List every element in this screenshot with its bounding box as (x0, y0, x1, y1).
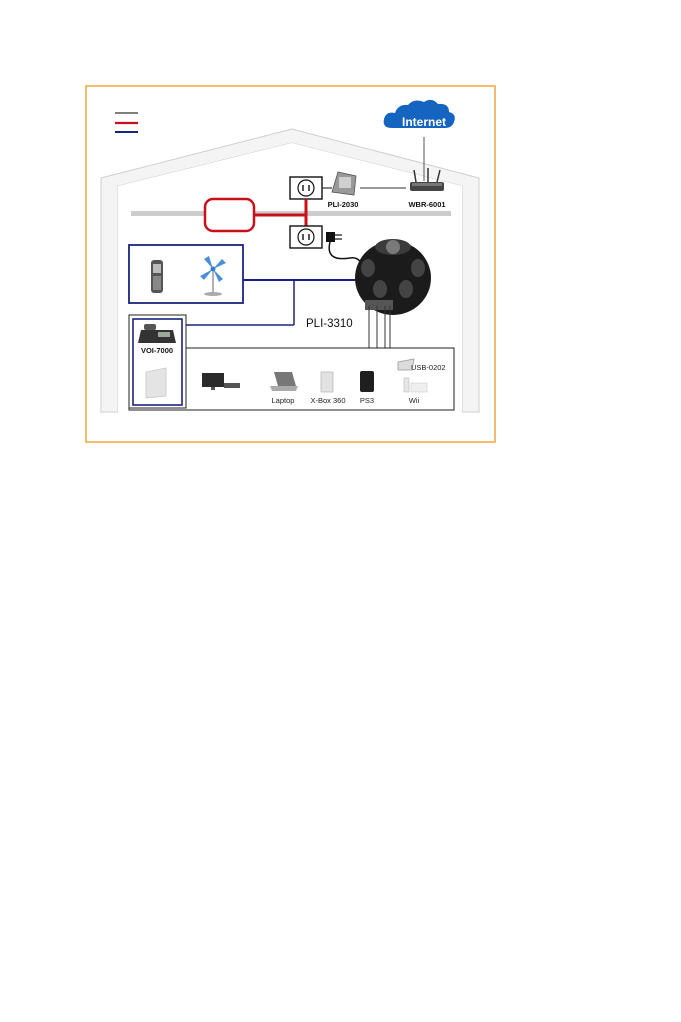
voi-7000-label: VOI-7000 (141, 346, 173, 355)
cloud-label: Internet (402, 115, 446, 129)
usb-0202-label: USB-0202 (411, 363, 446, 372)
laptop-label: Laptop (272, 396, 295, 405)
wii-label: Wii (409, 396, 420, 405)
pli-3310-label: PLI-3310 (306, 318, 353, 330)
ps3-label: PS3 (360, 396, 374, 405)
wall-outlet-upper (290, 177, 322, 199)
storage-tower-icon (146, 368, 166, 398)
appliance-box (129, 245, 243, 303)
xbox-360-label: X-Box 360 (310, 396, 345, 405)
ps3-icon (360, 371, 374, 392)
wbr-6001-label: WBR-6001 (408, 200, 445, 209)
pli-2030-label: PLI-2030 (328, 200, 359, 209)
wall-outlet-lower (290, 226, 322, 248)
xbox-icon (321, 372, 333, 392)
power-meter-box (205, 199, 254, 231)
mobile-phone-icon (151, 260, 163, 293)
